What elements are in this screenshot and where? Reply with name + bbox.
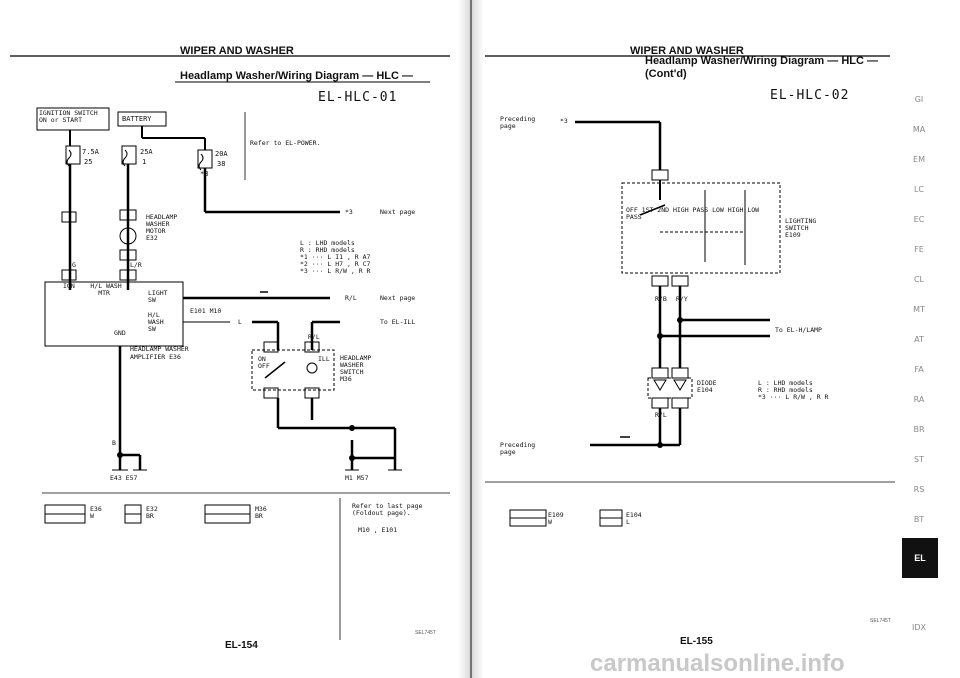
right-page (470, 0, 960, 678)
watermark: carmanualsonline.info (590, 650, 845, 677)
ground-labels: E43 E57 (110, 474, 138, 482)
wire-rb: R/B (655, 295, 667, 303)
section-tab-ra: RA (913, 395, 925, 404)
right-page-number: EL-155 (680, 636, 713, 647)
section-tab-em: EM (913, 155, 925, 164)
preceding-marker: *3 (560, 117, 568, 125)
hl-wash-sw-label: H/L WASH SW (148, 311, 164, 333)
wire-rl: R/L (308, 333, 320, 341)
diode-label: DIODE E104 (697, 379, 717, 394)
fuse1-amp: 7.5A (82, 148, 99, 156)
next-page-a: Next page (380, 208, 416, 216)
section-tab-st: ST (914, 455, 924, 464)
section-tab-bt: BT (913, 515, 925, 524)
section-tab-at: AT (914, 335, 924, 344)
amplifier-pins: IGN H/L WASH MTR (63, 282, 122, 297)
switch-states: ON OFF (258, 355, 270, 370)
motor-label: HEADLAMP WASHER MOTOR E32 (146, 213, 178, 242)
refer-power: Refer to EL-POWER. (250, 139, 321, 147)
right-header: WIPER AND WASHER (630, 45, 744, 57)
next-page-b: Next page (380, 294, 416, 302)
preceding-page-a: Preceding page (500, 115, 536, 130)
next-page-marker-a: *3 (345, 208, 353, 216)
headlamp-washer-switch: HEADLAMP WASHER SWITCH M36 (340, 354, 372, 383)
section-tab-ec: EC (913, 215, 925, 224)
fuse3-amp: 20A (215, 150, 228, 158)
wire-lr: L/R (130, 261, 142, 269)
right-title: Headlamp Washer/Wiring Diagram — HLC — (… (645, 55, 878, 80)
refer-last-refs: M10 , E101 (358, 526, 398, 534)
wire-g: G (72, 261, 76, 269)
left-fig-code: SEL745T (415, 630, 436, 636)
wire-l: L (238, 318, 242, 326)
fuse3-mark: *3 (200, 170, 209, 178)
right-fig-code: SEL745T (870, 618, 891, 624)
refer-last-page: Refer to last page (Foldout page). (352, 502, 423, 517)
section-tab-lc: LC (913, 185, 925, 194)
section-tab-mt: MT (913, 305, 925, 314)
fuse1-num: 25 (84, 158, 93, 166)
bottom-connector-e109: E109 W (548, 511, 564, 526)
ground-labels-r: M1 M57 (345, 474, 369, 482)
section-tab-br: BR (913, 425, 925, 434)
lighting-switch-label: LIGHTING SWITCH E109 (785, 217, 817, 239)
section-tab-el: EL (902, 538, 938, 578)
book-gutter (458, 0, 484, 678)
left-header: WIPER AND WASHER (180, 45, 294, 57)
wire-rl-right: R/L (655, 411, 667, 419)
gnd-label: GND (114, 329, 126, 337)
section-tab-rs: RS (913, 485, 925, 494)
fuse2-amp: 25A (140, 148, 153, 156)
right-diagram-code: EL-HLC-02 (770, 88, 850, 103)
section-tab-fe: FE (914, 245, 924, 254)
ill-label: ILL (318, 355, 330, 363)
amplifier-label: HEADLAMP WASHER AMPLIFIER E36 (130, 345, 189, 361)
bottom-connector-e32: E32 BR (146, 505, 158, 520)
preceding-page-b: Preceding page (500, 441, 536, 456)
left-page (0, 0, 470, 678)
right-models-legend: L : LHD models R : RHD models *3 ··· L R… (758, 379, 829, 401)
section-tab-idx: IDX (912, 623, 926, 632)
left-title: Headlamp Washer/Wiring Diagram — HLC — (180, 70, 413, 82)
section-tab-ma: MA (912, 125, 926, 134)
fuse3-num: 38 (217, 160, 226, 168)
to-el-ill: To EL-ILL (380, 318, 416, 326)
switch-positions: OFF 1ST 2ND HIGH PASS LOW HIGH LOW PASS (626, 206, 760, 221)
bottom-connector-e104: E104 L (626, 511, 642, 526)
bottom-connector-e36: E36 W (90, 505, 102, 520)
models-legend: L : LHD models R : RHD models *1 ··· L I… (300, 239, 371, 275)
battery-label: BATTERY (122, 115, 152, 123)
wire-rl-next: R/L (345, 294, 357, 302)
section-tab-fa: FA (914, 365, 924, 374)
wire-b: B (112, 439, 116, 447)
left-page-number: EL-154 (225, 640, 258, 651)
fuse2-num: 1 (142, 158, 147, 166)
to-el-hlamp: To EL-H/LAMP (775, 326, 822, 334)
bottom-connector-m36: M36 BR (255, 505, 267, 520)
section-tab-gi: GI (914, 95, 924, 104)
ignition-switch-label: IGNITION SWITCH ON or START (39, 109, 98, 124)
connector-refs: E101 M10 (190, 307, 222, 315)
section-tab-cl: CL (913, 275, 925, 284)
light-sw-label: LIGHT SW (148, 289, 168, 304)
left-diagram-code: EL-HLC-01 (318, 90, 398, 105)
wire-ry: R/Y (676, 295, 688, 303)
